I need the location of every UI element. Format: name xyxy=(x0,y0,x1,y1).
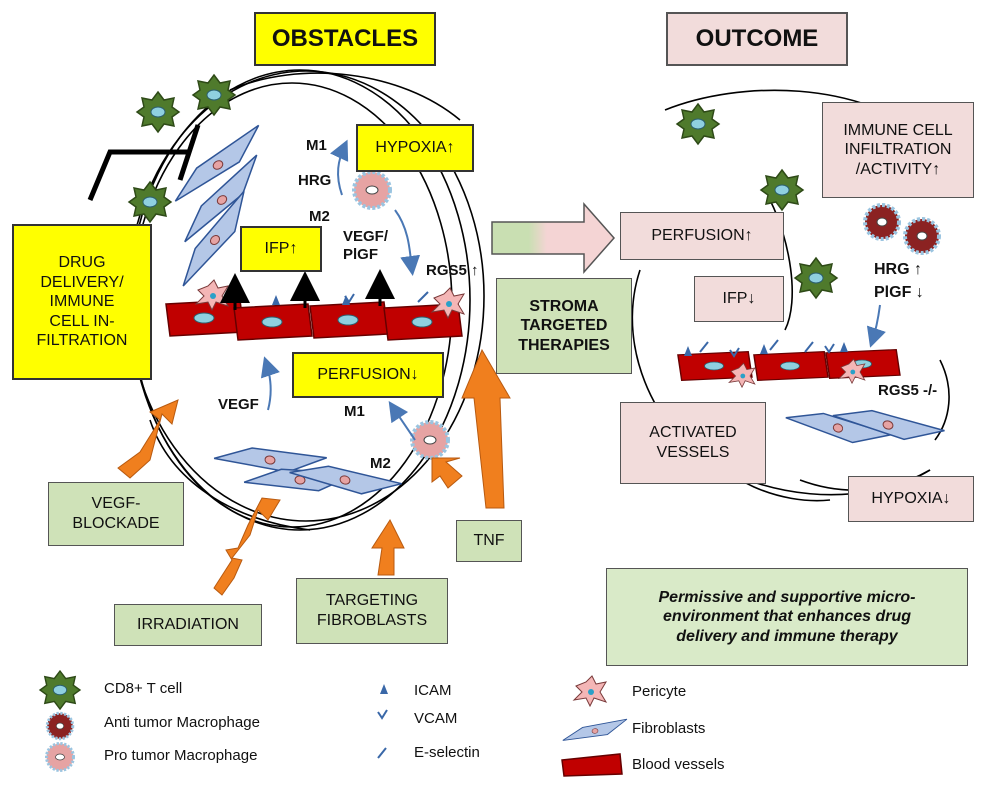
fibroblasts-right xyxy=(785,392,946,458)
stroma-therapy-box: STROMA TARGETED THERAPIES xyxy=(496,278,632,374)
label-m2-top: M2 xyxy=(309,208,330,225)
legend-cd8-label: CD8+ T cell xyxy=(104,680,183,697)
label-m2-bottom: M2 xyxy=(370,455,391,472)
outcome-header: OUTCOME xyxy=(666,12,848,66)
label-m1-bottom: M1 xyxy=(344,403,365,420)
vegf-blockade-box: VEGF- BLOCKADE xyxy=(48,482,184,546)
legend-blood-vessels-label: Blood vessels xyxy=(632,756,725,773)
legend-anti-macrophage-label: Anti tumor Macrophage xyxy=(104,714,260,731)
anti-macrophages-right xyxy=(863,203,941,255)
adhesion-marks-right xyxy=(699,339,835,358)
label-rgs5-up: RGS5 ↑ xyxy=(426,262,479,279)
pro-macrophage-top xyxy=(352,170,392,210)
obstacles-header: OBSTACLES xyxy=(254,12,436,66)
label-m1-top: M1 xyxy=(306,137,327,154)
blue-arrows-left xyxy=(260,139,421,441)
legend-icam-label: ICAM xyxy=(414,682,452,699)
irradiation-box: IRRADIATION xyxy=(114,604,262,646)
vessel-up-arrows xyxy=(220,269,395,310)
perfusion-up-box: PERFUSION↑ xyxy=(620,212,784,260)
transition-arrow xyxy=(491,202,616,274)
cd8-cells-right xyxy=(676,103,838,299)
drug-delivery-box: DRUG DELIVERY/ IMMUNE CELL IN- FILTRATIO… xyxy=(12,224,152,380)
ifp-down-box: IFP↓ xyxy=(694,276,784,322)
legend-pericyte-label: Pericyte xyxy=(632,683,687,700)
hypoxia-down-box: HYPOXIA↓ xyxy=(848,476,974,522)
label-hrg: HRG xyxy=(298,172,332,189)
legend-icons xyxy=(39,670,629,777)
hypoxia-up-box: HYPOXIA↑ xyxy=(356,124,474,172)
vcam-mark-left xyxy=(344,293,355,304)
legend-fibroblasts-label: Fibroblasts xyxy=(632,720,706,737)
label-hrg-up: HRG ↑ xyxy=(874,261,922,278)
icam-marks-right xyxy=(684,342,848,356)
label-rgs5-null: RGS5 -/- xyxy=(878,382,938,399)
barrier-line xyxy=(87,124,201,201)
label-vegf: VEGF xyxy=(218,396,259,413)
immune-activity-box: IMMUNE CELL INFILTRATION /ACTIVITY↑ xyxy=(822,102,974,198)
icam-marks-left xyxy=(272,295,350,305)
legend-pro-macrophage-label: Pro tumor Macrophage xyxy=(104,747,258,764)
left-tumor-outline xyxy=(127,69,485,531)
label-vegf-plgf: VEGF/ PlGF xyxy=(343,228,389,263)
vessel-row-right xyxy=(677,348,901,382)
label-plgf-down: PlGF ↓ xyxy=(874,284,924,301)
legend-vcam-label: VCAM xyxy=(414,710,458,727)
permissive-note-box: Permissive and supportive micro- environ… xyxy=(606,568,968,666)
pro-macrophage-bottom xyxy=(410,420,450,460)
targeting-fibroblasts-box: TARGETING FIBROBLASTS xyxy=(296,578,448,644)
activated-vessels-box: ACTIVATED VESSELS xyxy=(620,402,766,484)
perfusion-down-box: PERFUSION↓ xyxy=(292,352,444,398)
legend-eselectin-label: E-selectin xyxy=(414,744,480,761)
therapy-arrows xyxy=(117,348,511,596)
eselectin-mark-left xyxy=(417,291,429,303)
ifp-up-box: IFP↑ xyxy=(240,226,322,272)
plgf-arrow-right xyxy=(866,304,886,348)
tnf-box: TNF xyxy=(456,520,522,562)
